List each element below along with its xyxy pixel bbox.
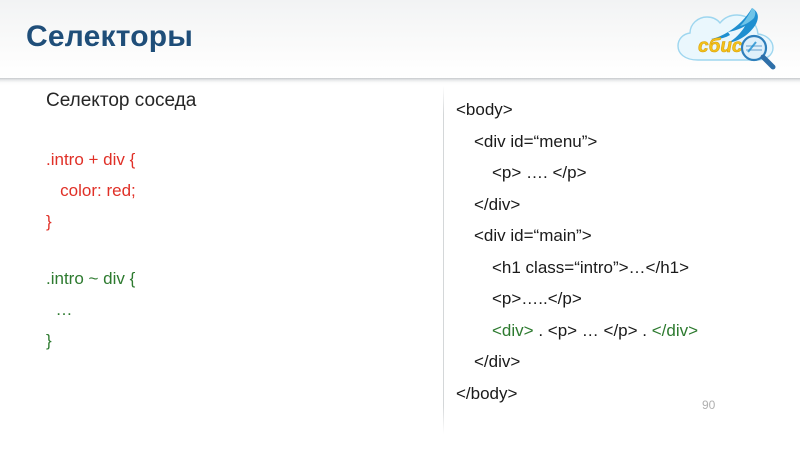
section-subtitle: Селектор соседа xyxy=(46,90,197,111)
header-divider xyxy=(0,78,800,85)
code-token: <div id=“main”> xyxy=(474,226,592,245)
code-token: . <p> … </p> . xyxy=(533,320,652,340)
html-code-line: <div> . <p> … </p> . </div> xyxy=(456,315,792,347)
css-code-line: … xyxy=(46,300,73,319)
html-code-line: </body> xyxy=(456,378,792,410)
html-code-listing: <body><div id=“menu”><p> …. </p></div><d… xyxy=(456,94,792,409)
css-rule-block: .intro + div { color: red;} xyxy=(46,144,426,237)
code-token: <p> …. </p> xyxy=(492,163,587,182)
page-number: 90 xyxy=(702,398,716,412)
svg-text:сбис: сбис xyxy=(698,36,743,57)
code-token: <h1 class=“intro”>…</h1> xyxy=(492,257,690,277)
column-divider xyxy=(443,86,444,434)
html-code-line: <h1 class=“intro”>…</h1> xyxy=(456,252,792,284)
css-code-line: .intro ~ div { xyxy=(46,269,136,288)
css-code-line: } xyxy=(46,212,52,231)
html-code-line: <p>…..</p> xyxy=(456,283,792,315)
magnifier-glass xyxy=(740,34,776,70)
css-block-gap xyxy=(46,237,426,263)
code-token: </div> xyxy=(651,320,699,340)
code-token: </div> xyxy=(474,352,521,371)
html-code-line: </div> xyxy=(456,189,792,221)
left-content-column: Селектор соседа .intro + div { color: re… xyxy=(46,88,426,356)
code-token: </body> xyxy=(456,383,518,403)
code-token: </div> xyxy=(474,194,521,214)
code-token: <body> xyxy=(456,100,513,119)
code-token: <p>…..</p> xyxy=(492,289,582,308)
css-code-line: } xyxy=(46,331,52,350)
html-code-line: <p> …. </p> xyxy=(456,157,792,189)
html-code-line: <div id=“main”> xyxy=(456,220,792,252)
slide-header xyxy=(0,0,800,80)
html-code-line: <div id=“menu”> xyxy=(456,126,792,158)
html-code-line: </div> xyxy=(456,346,792,378)
page-title: Селекторы xyxy=(26,20,194,53)
code-token: <div> xyxy=(492,320,534,340)
blue-bird xyxy=(711,8,758,43)
css-blocks-container: .intro + div { color: red;}.intro ~ div … xyxy=(46,144,426,356)
html-code-line: <body> xyxy=(456,94,792,126)
css-code-line: color: red; xyxy=(46,181,136,200)
logo-wordmark: сбис xyxy=(698,36,743,58)
code-token: <div id=“menu”> xyxy=(474,131,598,151)
css-rule-block: .intro ~ div { …} xyxy=(46,263,426,356)
css-code-line: .intro + div { xyxy=(46,150,136,169)
sbis-logo: сбис xyxy=(668,4,786,72)
